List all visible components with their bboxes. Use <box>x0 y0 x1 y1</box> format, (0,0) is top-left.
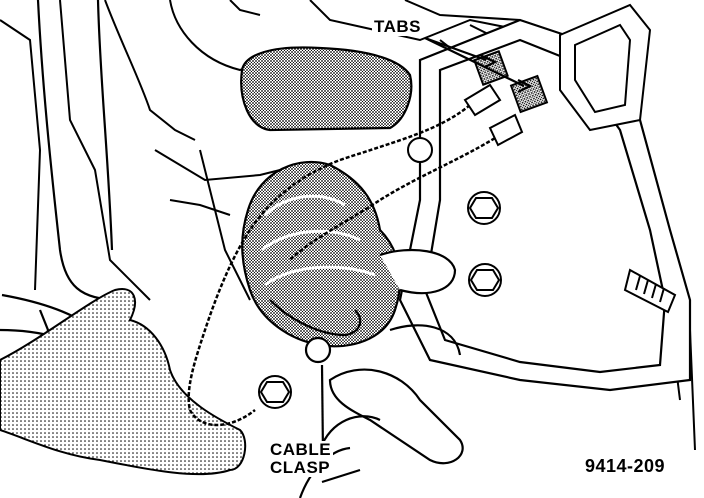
threaded-stud <box>623 268 677 314</box>
cover-plate <box>398 18 692 392</box>
cable-clasp-label: CABLE CLASP <box>268 440 334 477</box>
shaft <box>298 324 464 498</box>
reservoir-cap <box>240 46 413 132</box>
leader-lines <box>320 36 533 484</box>
cable-clasp-label-line2: CLASP <box>270 458 331 477</box>
hand <box>0 288 247 476</box>
bolts <box>258 137 502 409</box>
cable-ends <box>463 83 524 147</box>
cable-clasp-label-line1: CABLE <box>270 440 332 459</box>
cable <box>187 104 501 427</box>
figure-number: 9414-209 <box>585 456 666 476</box>
cable-retainer-boot <box>241 160 457 364</box>
tabs-label: TABS <box>372 17 424 36</box>
